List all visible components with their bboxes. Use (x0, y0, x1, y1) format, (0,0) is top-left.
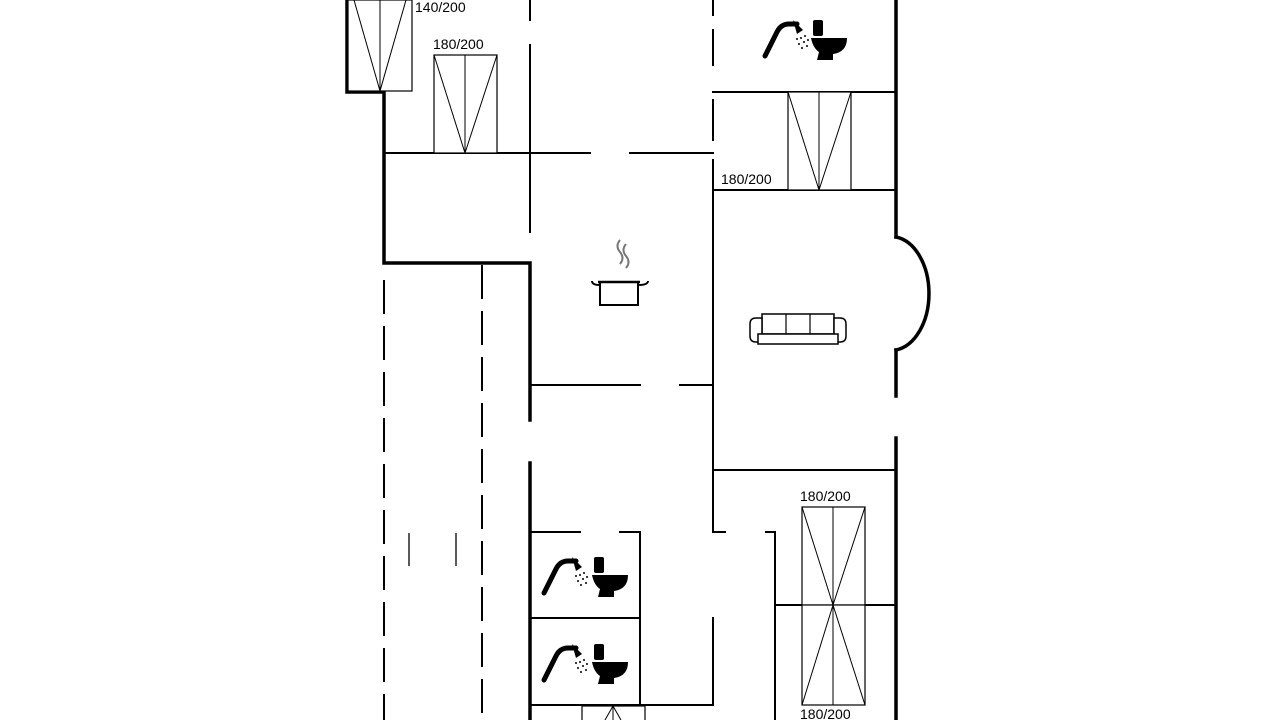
cooking-pot-icon (591, 239, 649, 306)
bathroom-top (762, 20, 847, 60)
bathroom-bottom (541, 644, 628, 684)
shower-icon (762, 20, 809, 59)
bed-label-2: 180/200 (433, 36, 484, 52)
shower-icon (541, 644, 588, 683)
sofa-icon (749, 313, 847, 345)
toilet-icon (592, 644, 628, 684)
bathroom-middle (541, 557, 628, 597)
bed-5 (801, 604, 866, 706)
bed-label-5: 180/200 (800, 706, 851, 720)
bed-4 (801, 506, 866, 606)
bay-window (893, 234, 931, 353)
terrace-outline (383, 265, 483, 720)
bed-labels: 140/200 180/200 180/200 180/200 180/200 (415, 0, 851, 720)
bed-1 (347, 0, 413, 92)
bed-label-4: 180/200 (800, 488, 851, 504)
exterior-walls (345, 0, 931, 720)
bed-2 (433, 54, 498, 154)
toilet-icon (592, 557, 628, 597)
shower-icon (541, 557, 588, 596)
bed-label-1: 140/200 (415, 0, 466, 15)
bed-3 (787, 91, 852, 191)
toilet-icon (811, 20, 847, 60)
bed-label-3: 180/200 (721, 171, 772, 187)
bed-6-partial (581, 705, 646, 720)
